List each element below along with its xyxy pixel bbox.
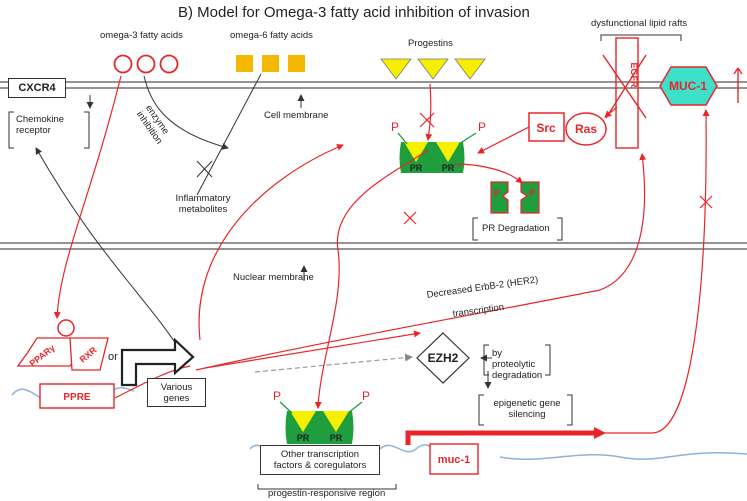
- svg-text:EZH2: EZH2: [428, 351, 459, 365]
- muc1-protein: MUC-1: [659, 66, 743, 106]
- svg-text:P: P: [391, 120, 399, 134]
- svg-text:PPRE: PPRE: [63, 392, 91, 403]
- inflammatory-label: Inflammatory metabolites: [175, 193, 231, 215]
- pr-degradation-label: PR Degradation: [482, 223, 550, 234]
- muc1-transcription-arrow: [405, 430, 595, 445]
- omega6-label: omega-6 fatty acids: [230, 30, 313, 41]
- lipid-rafts-label: dysfunctional lipid rafts: [591, 18, 688, 29]
- progestin-triangles: [380, 58, 486, 80]
- bracket-decorations: [8, 111, 573, 490]
- nuclear-membrane-label: Nuclear membrane: [233, 272, 314, 283]
- various-genes-box: Various genes: [147, 378, 206, 407]
- egfr-receptor: EGFR: [602, 37, 647, 149]
- pr-degraded: P P: [490, 181, 540, 214]
- other-tf-box: Other transcription factors & coregulato…: [260, 445, 380, 475]
- cell-membrane-label: Cell membrane: [264, 110, 329, 121]
- dashed-arrow-ezh2: [254, 353, 413, 373]
- ppre-element: PPRE: [39, 383, 115, 409]
- svg-text:PR: PR: [442, 163, 455, 173]
- chemokine-receptor-label: Chemokine receptor: [16, 114, 65, 136]
- epigenetic-label: epigenetic gene silencing: [493, 398, 561, 420]
- red-arrows: [53, 75, 713, 434]
- omega6-squares: [236, 55, 305, 72]
- progestins-label: Progestins: [408, 38, 453, 49]
- lipid-raft-bracket: [600, 34, 682, 41]
- svg-text:P: P: [529, 188, 535, 198]
- cxcr4-box: CXCR4: [8, 78, 66, 98]
- src-node: Src: [528, 112, 565, 142]
- or-label: or: [108, 351, 118, 363]
- diagram-title: B) Model for Omega-3 fatty acid inhibiti…: [178, 4, 530, 21]
- cell-membrane: [0, 81, 747, 89]
- svg-text:Ras: Ras: [575, 122, 597, 136]
- svg-text:P: P: [362, 389, 370, 403]
- omega3-circles: [113, 54, 179, 74]
- svg-text:P: P: [478, 120, 486, 134]
- progestin-region-label: progestin-responsive region: [268, 488, 386, 499]
- muc1-gene: muc-1: [429, 443, 479, 475]
- svg-text:PR: PR: [297, 433, 310, 443]
- black-arrows: [35, 73, 492, 389]
- ezh2-node: EZH2: [416, 332, 470, 384]
- svg-text:PR: PR: [410, 163, 423, 173]
- omega3-label: omega-3 fatty acids: [100, 30, 183, 41]
- pr-complex-membrane: PR PR P P: [391, 120, 486, 173]
- nuclear-membrane: [0, 242, 747, 250]
- or-arrow: [120, 337, 195, 387]
- svg-text:muc-1: muc-1: [438, 454, 470, 466]
- pr-complex-nuclear: PR PR P P: [273, 389, 370, 444]
- svg-text:Src: Src: [536, 121, 556, 135]
- ras-node: Ras: [565, 112, 607, 146]
- proteolytic-label: by proteolytic degradation: [492, 348, 543, 381]
- svg-text:EGFR: EGFR: [629, 62, 639, 88]
- svg-text:P: P: [494, 188, 500, 198]
- svg-text:MUC-1: MUC-1: [669, 79, 707, 93]
- svg-text:PR: PR: [330, 433, 343, 443]
- svg-text:P: P: [273, 389, 281, 403]
- ppar-rxr-complex: PPARγ RXR: [16, 319, 109, 371]
